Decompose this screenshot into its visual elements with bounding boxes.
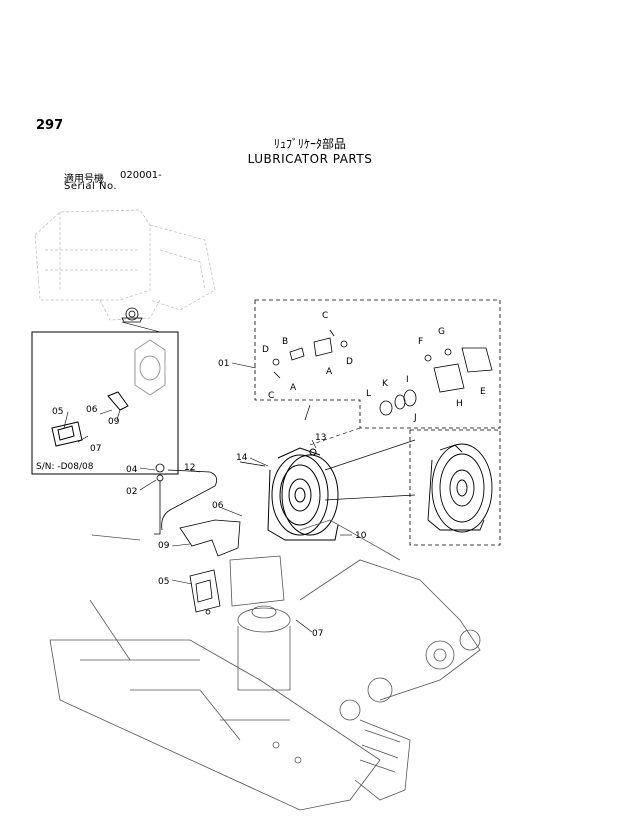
dashed-box-reel-detail bbox=[409, 429, 501, 546]
title-english: LUBRICATOR PARTS bbox=[247, 152, 373, 166]
callout-12: 12 bbox=[184, 463, 195, 473]
callout-F: F bbox=[418, 337, 423, 347]
callout-leader-lines bbox=[63, 362, 352, 633]
callout-09: 09 bbox=[158, 541, 170, 551]
callout-J: J bbox=[413, 413, 417, 423]
callout-05-inset: 05 bbox=[52, 407, 63, 417]
callout-L: L bbox=[366, 389, 371, 399]
leader-line-fittings bbox=[309, 427, 361, 446]
inset-panel-older-serial bbox=[31, 321, 179, 475]
inset-serial-note: S/N: -D08/08 bbox=[36, 462, 94, 472]
plate-05 bbox=[189, 569, 221, 613]
callout-13: 13 bbox=[315, 433, 326, 443]
dashed-box-fittings bbox=[254, 299, 501, 429]
callout-G: G bbox=[438, 327, 445, 337]
page-number: 297 bbox=[36, 118, 64, 133]
reel-detail bbox=[427, 443, 493, 533]
callout-07: 07 bbox=[312, 629, 323, 639]
leader-line-detail bbox=[304, 404, 416, 501]
callout-numbers: 01 02 04 05 05 06 06 07 07 09 09 10 12 1… bbox=[52, 311, 486, 639]
small-lubricator-thumbnail bbox=[121, 307, 143, 323]
callout-06-inset: 06 bbox=[86, 405, 98, 415]
serial-range: 020001- bbox=[120, 170, 162, 181]
callout-D-left: D bbox=[262, 345, 269, 355]
callout-C-top: C bbox=[322, 311, 328, 321]
title-japanese: ﾘｭﾌﾞﾘｹｰﾀ部品 bbox=[273, 137, 346, 151]
fitting-group-right bbox=[379, 347, 493, 416]
callout-A-right: A bbox=[326, 367, 333, 377]
callout-07-inset: 07 bbox=[90, 444, 101, 454]
bracket-09 bbox=[179, 519, 241, 557]
callout-C-bottom: C bbox=[268, 391, 274, 401]
machine-outline-background bbox=[34, 209, 216, 321]
callout-10: 10 bbox=[355, 531, 367, 541]
callout-05: 05 bbox=[158, 577, 169, 587]
machine-lower-structure bbox=[49, 519, 481, 811]
hose-assembly bbox=[161, 461, 266, 531]
callout-06: 06 bbox=[212, 501, 224, 511]
callout-14: 14 bbox=[236, 453, 248, 463]
callout-K: K bbox=[382, 379, 389, 389]
callout-09-inset: 09 bbox=[108, 417, 120, 427]
fitting-group-left bbox=[272, 329, 348, 379]
callout-E: E bbox=[480, 387, 486, 397]
callout-02: 02 bbox=[126, 487, 137, 497]
main-hose-reel bbox=[267, 447, 339, 541]
callout-A-left: A bbox=[290, 383, 297, 393]
callout-01: 01 bbox=[218, 359, 229, 369]
callout-B: B bbox=[282, 337, 288, 347]
callout-H: H bbox=[456, 399, 463, 409]
serial-label-english: Serial No. bbox=[64, 181, 118, 192]
callout-I: I bbox=[406, 375, 409, 385]
callout-04: 04 bbox=[126, 465, 138, 475]
callout-D-right: D bbox=[346, 357, 353, 367]
serial-label-japanese: 適用号機 bbox=[64, 174, 104, 185]
